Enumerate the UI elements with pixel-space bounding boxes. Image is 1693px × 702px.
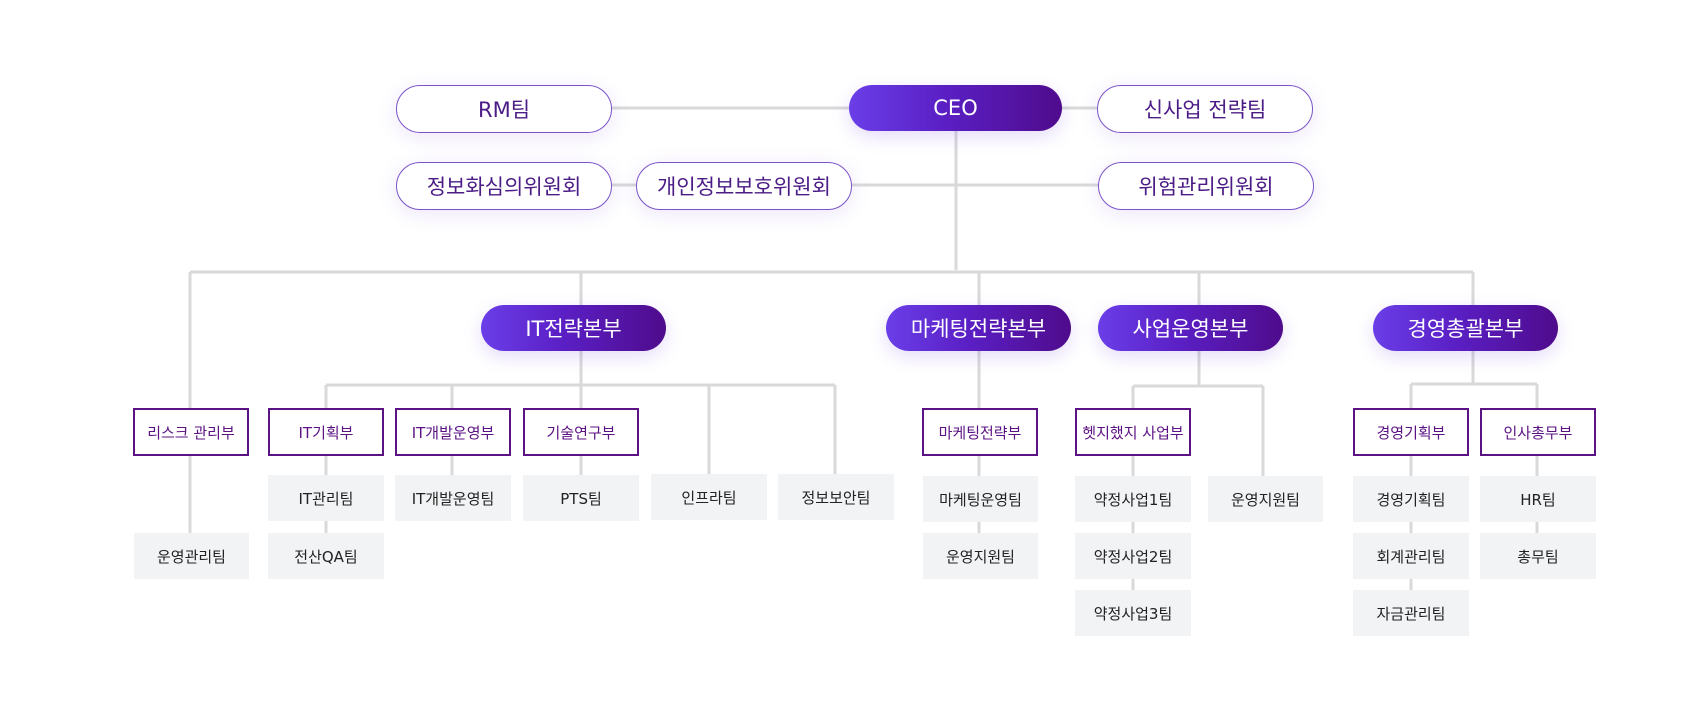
ops-support-team-mkt-label: 운영지원팀 bbox=[945, 547, 1015, 566]
it-mgmt-team-label: IT관리팀 bbox=[298, 489, 354, 508]
rm-team-node[interactable]: RM팀 bbox=[396, 85, 612, 133]
accounting-team-label: 회계관리팀 bbox=[1376, 547, 1446, 566]
info-security-team-label: 정보보안팀 bbox=[801, 488, 871, 507]
infra-team-node[interactable]: 인프라팀 bbox=[651, 474, 767, 520]
ops-mgmt-team-label: 운영관리팀 bbox=[156, 547, 226, 566]
it-dev-ops-dept-node[interactable]: IT개발운영부 bbox=[395, 408, 511, 456]
marketing-strategy-division-label: 마케팅전략본부 bbox=[910, 317, 1047, 341]
hr-general-dept-label: 인사총무부 bbox=[1503, 423, 1573, 442]
risk-mgmt-dept-node[interactable]: 리스크 관리부 bbox=[133, 408, 249, 456]
it-dev-ops-team-node[interactable]: IT개발운영팀 bbox=[395, 475, 511, 521]
general-affairs-team-label: 총무팀 bbox=[1517, 547, 1559, 566]
pharma-team-3-node[interactable]: 약정사업3팀 bbox=[1075, 590, 1191, 636]
funds-team-node[interactable]: 자금관리팀 bbox=[1353, 590, 1469, 636]
hr-general-dept-node[interactable]: 인사총무부 bbox=[1480, 408, 1596, 456]
marketing-ops-team-node[interactable]: 마케팅운영팀 bbox=[923, 476, 1038, 522]
business-ops-division-node[interactable]: 사업운영본부 bbox=[1098, 305, 1283, 351]
privacy-committee-label: 개인정보보호위원회 bbox=[657, 175, 831, 199]
pharma-team-2-label: 약정사업2팀 bbox=[1093, 547, 1173, 566]
hetji-business-dept-node[interactable]: 헷지했지 사업부 bbox=[1075, 408, 1191, 456]
ceo-node[interactable]: CEO bbox=[849, 85, 1062, 131]
it-strategy-division-label: IT전략본부 bbox=[525, 317, 622, 341]
pharma-team-1-label: 약정사업1팀 bbox=[1093, 490, 1173, 509]
marketing-strategy-dept-node[interactable]: 마케팅전략부 bbox=[922, 408, 1038, 456]
hetji-business-dept-label: 헷지했지 사업부 bbox=[1082, 423, 1184, 442]
mgmt-planning-team-label: 경영기획팀 bbox=[1376, 490, 1446, 509]
it-planning-dept-node[interactable]: IT기획부 bbox=[268, 408, 384, 456]
infra-team-label: 인프라팀 bbox=[681, 488, 737, 507]
it-strategy-division-node[interactable]: IT전략본부 bbox=[481, 305, 666, 351]
marketing-ops-team-label: 마케팅운영팀 bbox=[939, 490, 1022, 509]
it-dev-ops-dept-label: IT개발운영부 bbox=[411, 423, 495, 442]
info-review-committee-node[interactable]: 정보화심의위원회 bbox=[396, 162, 612, 210]
management-division-node[interactable]: 경영총괄본부 bbox=[1373, 305, 1558, 351]
risk-committee-label: 위험관리위원회 bbox=[1138, 175, 1274, 199]
general-affairs-team-node[interactable]: 총무팀 bbox=[1480, 533, 1596, 579]
it-mgmt-team-node[interactable]: IT관리팀 bbox=[268, 475, 384, 521]
tech-research-dept-node[interactable]: 기술연구부 bbox=[523, 408, 639, 456]
pts-team-node[interactable]: PTS팀 bbox=[523, 475, 639, 521]
ops-support-team-biz-label: 운영지원팀 bbox=[1230, 490, 1300, 509]
ops-support-team-biz-node[interactable]: 운영지원팀 bbox=[1208, 476, 1323, 522]
rm-team-label: RM팀 bbox=[477, 98, 531, 122]
ceo-label: CEO bbox=[933, 96, 978, 120]
management-division-label: 경영총괄본부 bbox=[1407, 317, 1524, 341]
marketing-strategy-division-node[interactable]: 마케팅전략본부 bbox=[886, 305, 1071, 351]
pharma-team-2-node[interactable]: 약정사업2팀 bbox=[1075, 533, 1191, 579]
hr-team-label: HR팀 bbox=[1520, 490, 1556, 509]
accounting-team-node[interactable]: 회계관리팀 bbox=[1353, 533, 1469, 579]
marketing-strategy-dept-label: 마케팅전략부 bbox=[938, 423, 1022, 442]
info-review-committee-label: 정보화심의위원회 bbox=[426, 175, 582, 199]
hr-team-node[interactable]: HR팀 bbox=[1480, 476, 1596, 522]
mgmt-planning-team-node[interactable]: 경영기획팀 bbox=[1353, 476, 1469, 522]
mgmt-planning-dept-node[interactable]: 경영기획부 bbox=[1353, 408, 1469, 456]
pharma-team-3-label: 약정사업3팀 bbox=[1093, 604, 1173, 623]
risk-committee-node[interactable]: 위험관리위원회 bbox=[1098, 162, 1314, 210]
ops-support-team-mkt-node[interactable]: 운영지원팀 bbox=[923, 533, 1038, 579]
qa-team-node[interactable]: 전산QA팀 bbox=[268, 533, 384, 579]
ops-mgmt-team-node[interactable]: 운영관리팀 bbox=[134, 533, 249, 579]
mgmt-planning-dept-label: 경영기획부 bbox=[1376, 423, 1446, 442]
privacy-committee-node[interactable]: 개인정보보호위원회 bbox=[636, 162, 852, 210]
it-dev-ops-team-label: IT개발운영팀 bbox=[411, 489, 495, 508]
pharma-team-1-node[interactable]: 약정사업1팀 bbox=[1075, 476, 1191, 522]
tech-research-dept-label: 기술연구부 bbox=[546, 423, 616, 442]
info-security-team-node[interactable]: 정보보안팀 bbox=[778, 474, 894, 520]
new-biz-strategy-team-node[interactable]: 신사업 전략팀 bbox=[1097, 85, 1313, 133]
business-ops-division-label: 사업운영본부 bbox=[1132, 317, 1249, 341]
pts-team-label: PTS팀 bbox=[560, 489, 602, 508]
risk-mgmt-dept-label: 리스크 관리부 bbox=[147, 423, 235, 442]
it-planning-dept-label: IT기획부 bbox=[298, 423, 354, 442]
qa-team-label: 전산QA팀 bbox=[294, 547, 358, 566]
funds-team-label: 자금관리팀 bbox=[1376, 604, 1446, 623]
new-biz-strategy-team-label: 신사업 전략팀 bbox=[1143, 98, 1267, 122]
